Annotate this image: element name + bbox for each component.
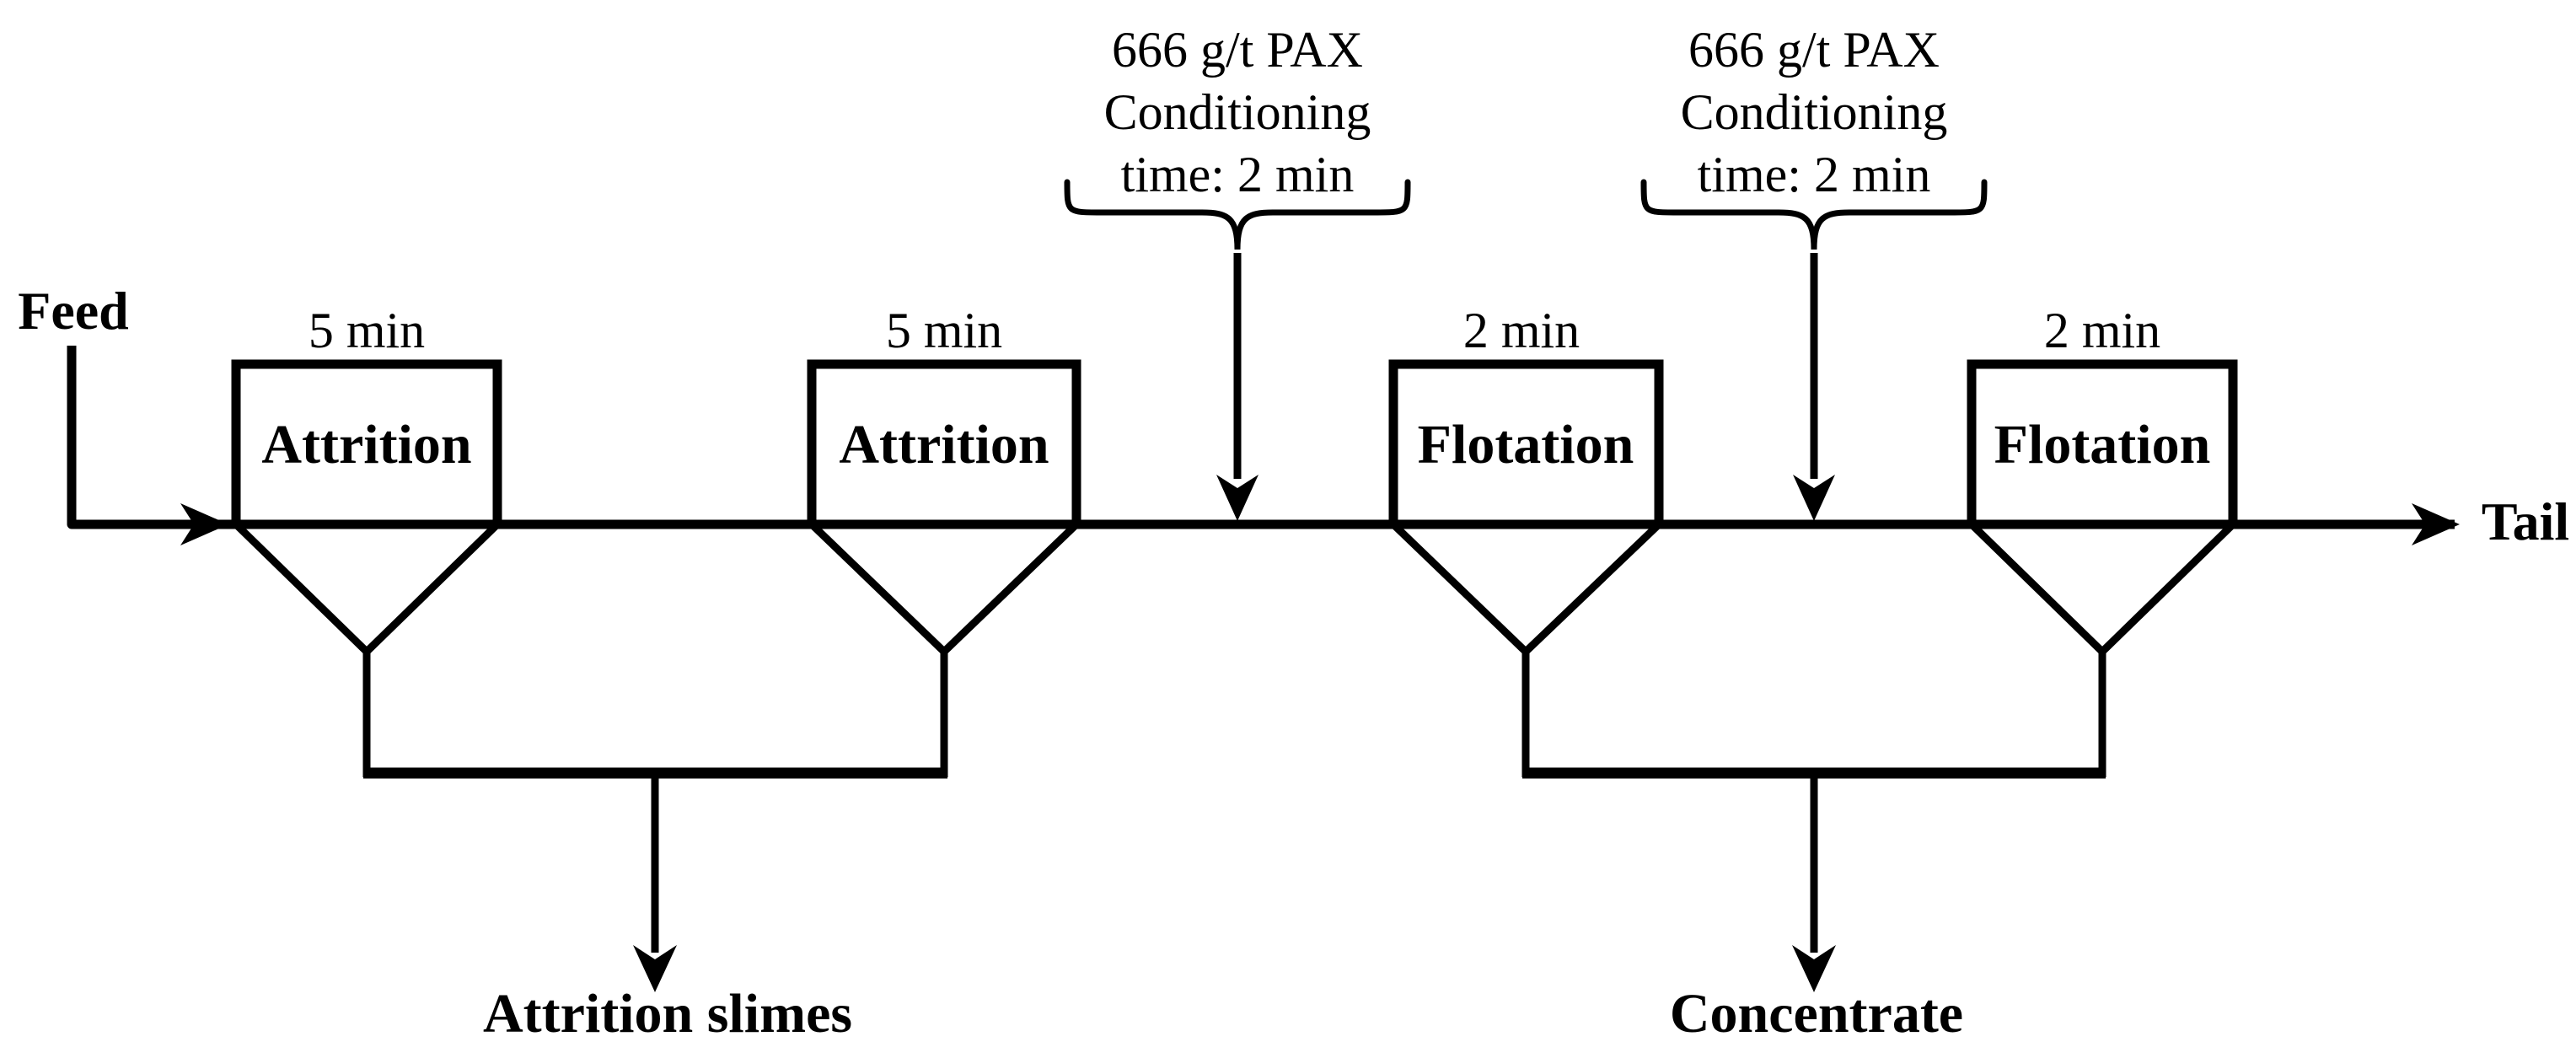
conditioning-arrow-2-head [1793, 475, 1835, 521]
attrition-1-label: Attrition [261, 414, 472, 475]
attrition-2-box [807, 359, 1081, 529]
tail-label: Tail [2481, 491, 2570, 551]
attrition-slimes-label: Attrition slimes [482, 983, 853, 1045]
slimes-arrowhead [633, 945, 677, 992]
attrition-1-funnel [233, 521, 501, 656]
pax-annotation-2: 666 g/t PAX Conditioning time: 2 min [1681, 19, 1948, 206]
flotation-1-label: Flotation [1417, 414, 1634, 475]
pax-annotation-1: 666 g/t PAX Conditioning time: 2 min [1104, 19, 1371, 206]
flotation-2-box [1967, 359, 2238, 529]
pax-annotation-1-line-2: Conditioning [1103, 84, 1371, 140]
attrition-2-funnel [808, 521, 1080, 656]
pax-annotation-2-line-3: time: 2 min [1697, 147, 1931, 202]
feed-label: Feed [18, 281, 129, 341]
concentrate-arrowhead [1792, 945, 1836, 992]
flotation-2-label: Flotation [1994, 414, 2211, 475]
tail-arrowhead [2412, 503, 2460, 545]
pax-annotation-1-line-1: 666 g/t PAX [1112, 22, 1363, 78]
pax-annotation-2-line-2: Conditioning [1680, 84, 1948, 140]
pax-annotation-2-brace [1640, 179, 1988, 250]
flotation-2-funnel [1968, 521, 2236, 656]
pax-annotation-1-brace [1064, 179, 1411, 250]
pax-annotation-1-line-3: time: 2 min [1120, 147, 1355, 202]
attrition-1-box [231, 359, 502, 529]
flotation-1-funnel [1390, 521, 1662, 656]
flotation-2-time-label: 2 min [2043, 303, 2161, 358]
pax-annotation-2-line-1: 666 g/t PAX [1688, 22, 1940, 78]
flotation-1-time-label: 2 min [1462, 303, 1580, 358]
attrition-2-time-label: 5 min [885, 303, 1003, 358]
attrition-2-label: Attrition [839, 414, 1049, 475]
conditioning-arrow-1-head [1216, 475, 1258, 521]
concentrate-label: Concentrate [1669, 983, 1964, 1045]
attrition-1-time-label: 5 min [308, 303, 426, 358]
flotation-1-box [1388, 359, 1664, 529]
feed-arrowhead [180, 503, 228, 545]
